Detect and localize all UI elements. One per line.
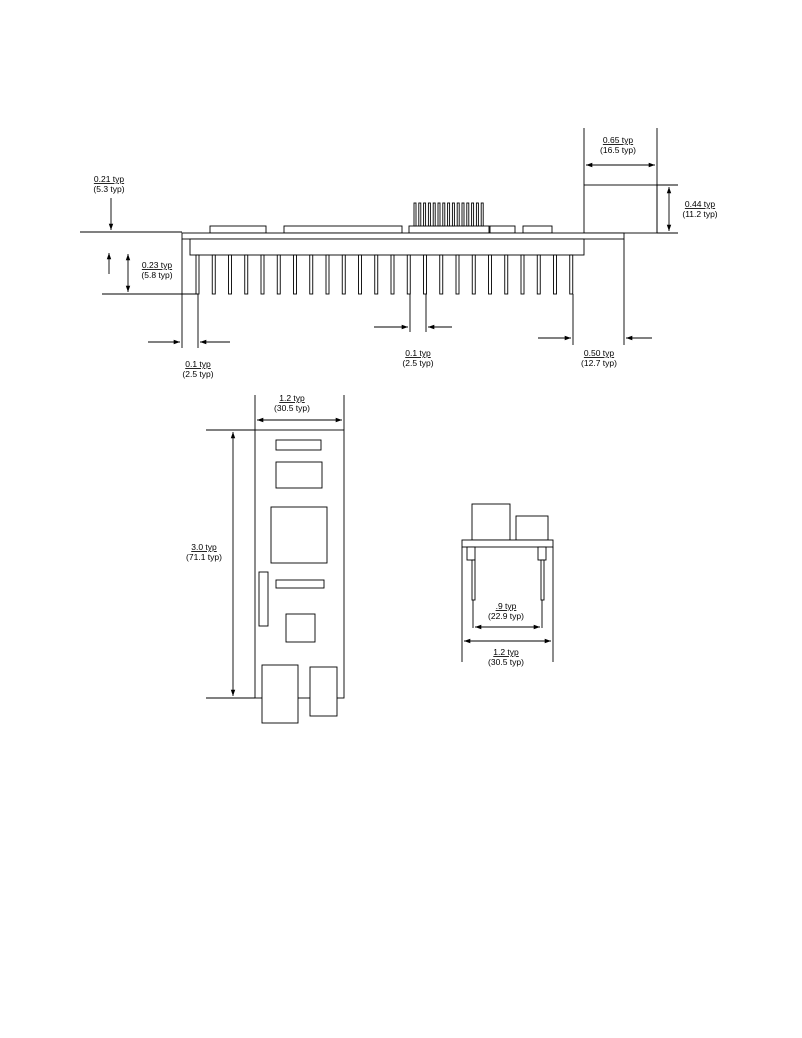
- header-pin: [466, 202, 470, 227]
- end-board: [461, 539, 554, 548]
- top-chip-1: [275, 439, 322, 451]
- side-pin: [195, 254, 200, 295]
- end-connector-2: [515, 515, 549, 541]
- end-spacing-label: .9 typ: [496, 601, 517, 611]
- header-pin: [413, 202, 417, 227]
- header-pin: [432, 202, 436, 227]
- side-pin: [471, 254, 476, 295]
- pin-pitch-metric: (2.5 typ): [402, 358, 433, 368]
- side-pin: [406, 254, 411, 295]
- side-pins: [195, 254, 574, 295]
- side-chip-5: [522, 225, 553, 234]
- side-pin: [455, 254, 460, 295]
- top-view: 1.2 typ (30.5 typ) 3.0 typ (71.1 typ): [186, 393, 345, 724]
- end-spacing-metric: (22.9 typ): [488, 611, 524, 621]
- end-view: .9 typ (22.9 typ) 1.2 typ (30.5 typ): [461, 503, 554, 667]
- side-pin: [439, 254, 444, 295]
- top-chip-5: [285, 613, 316, 643]
- overhang-label: 0.50 typ: [584, 348, 615, 358]
- side-pin: [293, 254, 297, 295]
- header-pin: [437, 202, 441, 227]
- header-pins: [413, 202, 484, 227]
- side-pin: [325, 254, 330, 295]
- height-above-board-label: 0.21 typ: [94, 174, 125, 184]
- side-pin: [553, 254, 557, 295]
- side-pin: [536, 254, 541, 295]
- top-connector-2: [309, 666, 338, 717]
- pin-length-metric: (5.8 typ): [141, 270, 172, 280]
- side-pin: [358, 254, 362, 295]
- side-pin: [309, 254, 314, 295]
- top-connector-1: [261, 664, 299, 724]
- side-pin: [211, 254, 216, 295]
- edge-to-pin-metric: (2.5 typ): [182, 369, 213, 379]
- side-pin: [244, 254, 249, 295]
- connector-height-label: 0.44 typ: [685, 199, 716, 209]
- side-chip-3: [408, 225, 490, 234]
- top-width-label: 1.2 typ: [279, 393, 305, 403]
- connector-width-label: 0.65 typ: [603, 135, 634, 145]
- top-processor: [270, 506, 328, 564]
- header-pin: [447, 202, 451, 227]
- pin-length-label: 0.23 typ: [142, 260, 173, 270]
- side-pin: [390, 254, 395, 295]
- end-connector-1: [471, 503, 511, 541]
- height-above-board-metric: (5.3 typ): [93, 184, 124, 194]
- header-pin: [456, 202, 460, 227]
- end-width-label: 1.2 typ: [493, 647, 519, 657]
- header-pin: [423, 202, 427, 227]
- header-pin: [418, 202, 422, 227]
- overhang-metric: (12.7 typ): [581, 358, 617, 368]
- side-bottom-board: [189, 238, 585, 256]
- side-pin: [260, 254, 265, 295]
- header-pin: [461, 202, 465, 227]
- side-pin: [374, 254, 379, 295]
- connector-width-metric: (16.5 typ): [600, 145, 636, 155]
- end-pin-right: [540, 559, 545, 601]
- side-top-board: [181, 232, 625, 240]
- end-pin-body-right: [537, 546, 547, 561]
- side-chip-1: [209, 225, 267, 234]
- side-pin: [423, 254, 427, 295]
- end-pin-left: [471, 559, 476, 601]
- edge-to-pin-label: 0.1 typ: [185, 359, 211, 369]
- top-length-label: 3.0 typ: [191, 542, 217, 552]
- top-chip-2: [275, 461, 323, 489]
- side-chip-4: [489, 225, 516, 234]
- connector-height-metric: (11.2 typ): [682, 209, 717, 219]
- header-pin: [480, 202, 484, 227]
- side-connector: [583, 184, 658, 234]
- header-pin: [475, 202, 479, 227]
- top-chip-3: [275, 579, 325, 589]
- top-chip-4: [258, 571, 269, 627]
- side-pin: [504, 254, 509, 295]
- side-view: 0.21 typ (5.3 typ) 0.23 typ (5.8 typ) 0.…: [80, 128, 718, 379]
- side-pin: [488, 254, 492, 295]
- header-pin: [471, 202, 475, 227]
- side-pin: [228, 254, 232, 295]
- header-pin: [442, 202, 446, 227]
- end-width-metric: (30.5 typ): [488, 657, 524, 667]
- top-width-metric: (30.5 typ): [274, 403, 310, 413]
- side-pin: [569, 254, 574, 295]
- header-pin: [427, 202, 431, 227]
- side-pin: [341, 254, 346, 295]
- side-pin: [276, 254, 281, 295]
- side-pin: [520, 254, 525, 295]
- top-length-metric: (71.1 typ): [186, 552, 222, 562]
- end-pin-body-left: [466, 546, 476, 561]
- side-chip-2: [283, 225, 403, 234]
- pin-pitch-label: 0.1 typ: [405, 348, 431, 358]
- header-pin: [451, 202, 455, 227]
